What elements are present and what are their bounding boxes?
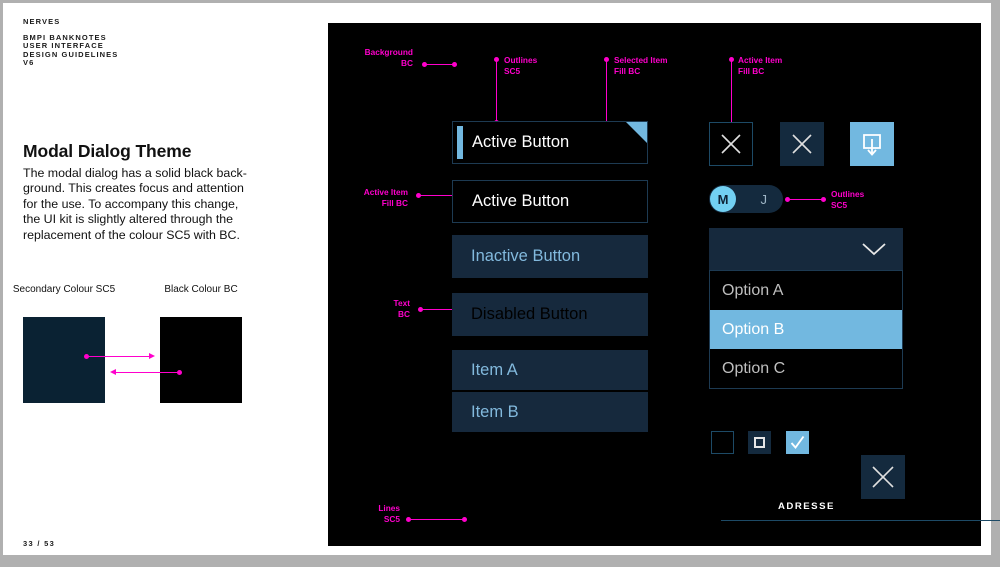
brand-subtitle: BMPI BANKNOTES USER INTERFACE DESIGN GUI… (23, 32, 119, 68)
annotation-active-item-top-line (731, 59, 732, 144)
selection-indicator-bar (457, 126, 463, 159)
annotation-lines-sc5-line (408, 519, 464, 520)
dropdown-option-b-label: Option B (722, 320, 785, 338)
check-icon (790, 435, 805, 450)
annotation-active-item-top: Active Item Fill BC (738, 55, 783, 76)
disabled-button-label: Disabled Button (471, 305, 588, 323)
list-item-a-label: Item A (471, 360, 518, 379)
close-icon (721, 134, 741, 154)
list-item-b-label: Item B (471, 402, 519, 421)
inactive-button[interactable]: Inactive Button (452, 235, 648, 278)
brand-name: NERVES (23, 17, 61, 26)
dropdown-option-c-label: Option C (722, 359, 786, 377)
dropdown-option-a-label: Option A (722, 281, 784, 299)
toggle-switch[interactable]: M J (709, 185, 783, 213)
annotation-active-item-left: Active Item Fill BC (363, 187, 408, 208)
annotation-active-item-left-line (418, 195, 460, 196)
page-number: 33 / 53 (23, 539, 56, 548)
address-field-label: ADRESSE (778, 501, 835, 512)
annotation-background-line (424, 64, 454, 65)
brand-block: NERVES BMPI BANKNOTES USER INTERFACE DES… (23, 17, 119, 68)
dropdown-list: Option A Option B Option C (709, 270, 903, 389)
chevron-down-icon (861, 242, 887, 262)
swatch-bc (160, 317, 242, 403)
active-button-label: Active Button (472, 192, 570, 210)
annotation-selected-item: Selected Item Fill BC (614, 55, 668, 76)
brand-subtitle-line-4: V6 (23, 58, 35, 68)
dropdown-option-c[interactable]: Option C (710, 349, 902, 388)
annotation-selected-item-line (606, 59, 607, 144)
annotation-outlines-toggle-line (787, 199, 823, 200)
page-sheet: NERVES BMPI BANKNOTES USER INTERFACE DES… (3, 3, 1000, 555)
close-outline-button[interactable] (709, 122, 753, 166)
page-description: The modal dialog has a solid black back-… (23, 166, 247, 242)
swatch-arrow-1-head (149, 353, 155, 359)
active-button[interactable]: Active Button (452, 180, 648, 223)
active-selected-button[interactable]: Active Button (452, 121, 648, 164)
toggle-knob[interactable]: M (710, 186, 736, 212)
brand-subtitle-line-1: BMPI BANKNOTES (23, 32, 107, 42)
dropdown-option-a[interactable]: Option A (710, 271, 902, 310)
annotation-text-bc: Text BC (393, 298, 410, 319)
annotation-lines-sc5: Lines SC5 (378, 503, 400, 524)
annotation-outlines-toggle-dot-end (821, 197, 826, 202)
download-button[interactable] (850, 122, 894, 166)
toggle-off-label: J (760, 191, 768, 207)
dropdown-trigger[interactable] (709, 228, 903, 270)
checkbox-checked[interactable] (786, 431, 809, 454)
brand-subtitle-line-3: DESIGN GUIDELINES (23, 49, 119, 59)
download-icon (863, 134, 881, 156)
annotation-background: Background BC (364, 47, 413, 68)
close-dialog-button[interactable] (861, 455, 905, 499)
annotation-background-dot-right (452, 62, 457, 67)
swatch-label-bc: Black Colour BC (164, 284, 238, 295)
swatch-arrow-2-head (110, 369, 116, 375)
inactive-button-label: Inactive Button (471, 247, 581, 265)
list-item-b[interactable]: Item B (452, 392, 648, 432)
annotation-outlines-top: Outlines SC5 (504, 55, 538, 76)
active-selected-button-label: Active Button (472, 133, 570, 151)
indeterminate-square-icon (754, 437, 765, 448)
swatch-arrow-1-line (86, 356, 152, 357)
page-title: Modal Dialog Theme (23, 141, 192, 161)
dropdown-option-b[interactable]: Option B (710, 310, 902, 349)
annotation-outlines-top-line (496, 59, 497, 122)
annotation-outlines-toggle: Outlines SC5 (831, 189, 865, 210)
swatch-label-sc5: Secondary Colour SC5 (12, 284, 116, 295)
address-field-underline[interactable] (721, 520, 1000, 521)
checkbox-indeterminate[interactable] (748, 431, 771, 454)
list-item-a[interactable]: Item A (452, 350, 648, 390)
close-icon (872, 466, 894, 488)
close-filled-button[interactable] (780, 122, 824, 166)
close-icon (792, 134, 812, 154)
modal-dialog-panel: Background BC Outlines SC5 Selected Item… (328, 23, 1000, 546)
disabled-button: Disabled Button (452, 293, 648, 336)
annotation-lines-sc5-dot-end (462, 517, 467, 522)
checkbox-unchecked[interactable] (711, 431, 734, 454)
toggle-on-label: M (717, 191, 729, 207)
brand-subtitle-line-2: USER INTERFACE (23, 41, 104, 51)
swatch-arrow-2-dot (177, 370, 182, 375)
selected-corner-marker (626, 122, 647, 143)
swatch-sc5 (23, 317, 105, 403)
swatch-arrow-2-line (113, 372, 179, 373)
